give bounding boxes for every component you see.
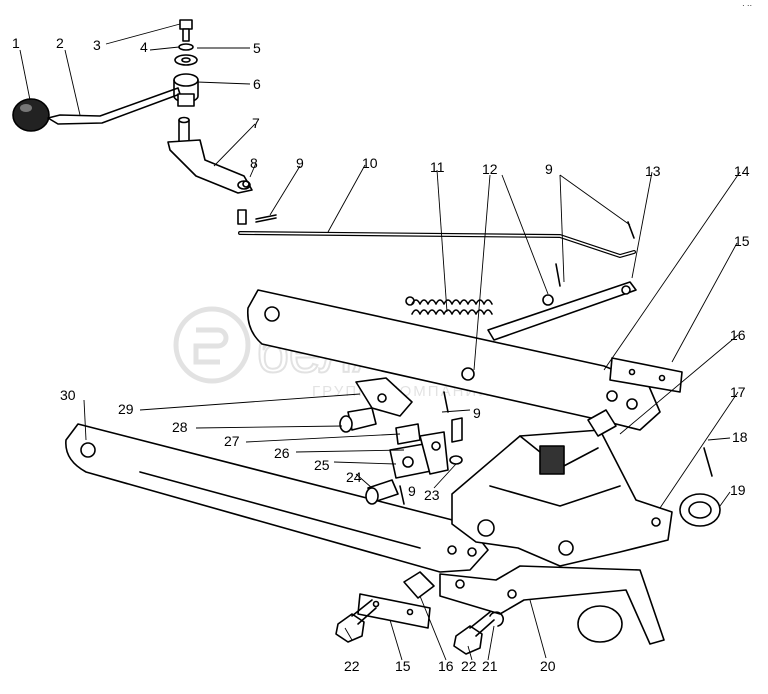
callout-9: 9 bbox=[408, 483, 416, 499]
callout-9: 9 bbox=[545, 161, 553, 177]
callout-12: 12 bbox=[482, 161, 498, 177]
link-rod-part bbox=[487, 281, 637, 341]
callout-16: 16 bbox=[438, 658, 454, 674]
bolt-part bbox=[453, 611, 495, 655]
callout-7: 7 bbox=[252, 115, 260, 131]
callout-26: 26 bbox=[274, 445, 290, 461]
plate-part bbox=[357, 593, 431, 629]
callout-3: 3 bbox=[93, 37, 101, 53]
callout-11: 11 bbox=[430, 159, 445, 175]
callout-4: 4 bbox=[140, 39, 148, 55]
callout-13: 13 bbox=[645, 163, 661, 179]
leader-lines bbox=[19, 23, 741, 661]
clip-part bbox=[489, 611, 504, 627]
lower-bracket-part bbox=[439, 565, 665, 645]
callout-18: 18 bbox=[732, 429, 748, 445]
knob-part bbox=[12, 98, 50, 132]
control-arm-part bbox=[167, 116, 253, 225]
washer-19-part bbox=[679, 493, 721, 527]
callout-27: 27 bbox=[224, 433, 240, 449]
callout-15: 15 bbox=[734, 233, 750, 249]
corner-mark: · ·· bbox=[742, 1, 752, 10]
nut-top-part bbox=[174, 54, 198, 66]
pin-part bbox=[403, 571, 435, 599]
callout-20: 20 bbox=[540, 658, 556, 674]
bushing-part bbox=[173, 73, 199, 107]
washer-8-part bbox=[242, 180, 250, 188]
callout-22: 22 bbox=[461, 658, 477, 674]
bolt-top-part bbox=[179, 19, 193, 42]
callout-28: 28 bbox=[172, 419, 188, 435]
spring-part bbox=[405, 296, 493, 315]
callout-29: 29 bbox=[118, 401, 134, 417]
callout-16: 16 bbox=[730, 327, 746, 343]
callout-30: 30 bbox=[60, 387, 76, 403]
callout-9: 9 bbox=[296, 155, 304, 171]
callout-25: 25 bbox=[314, 457, 330, 473]
callout-1: 1 bbox=[12, 35, 20, 51]
callout-2: 2 bbox=[56, 35, 64, 51]
bolt-part bbox=[335, 599, 377, 643]
callout-labels: 1 2 3 4 5 6 7 8 9 10 11 12 9 13 14 15 16… bbox=[12, 35, 750, 674]
lever-handle-part bbox=[47, 87, 181, 125]
callout-9: 9 bbox=[473, 405, 481, 421]
rod-part bbox=[238, 231, 636, 258]
plate-part bbox=[609, 357, 683, 393]
callout-22: 22 bbox=[344, 658, 360, 674]
linkage-parts bbox=[339, 377, 463, 505]
upper-link-arm-part bbox=[246, 289, 661, 431]
callout-15: 15 bbox=[395, 658, 411, 674]
callout-6: 6 bbox=[253, 76, 261, 92]
cotter-pin-part bbox=[555, 263, 561, 287]
parts-drawing bbox=[12, 19, 721, 655]
callout-5: 5 bbox=[253, 40, 261, 56]
washer-top-part bbox=[178, 43, 194, 51]
pin-part bbox=[587, 409, 617, 437]
callout-8: 8 bbox=[250, 155, 258, 171]
callout-23: 23 bbox=[424, 487, 440, 503]
lower-link-arm-part bbox=[65, 423, 489, 573]
cotter-pin-part bbox=[703, 447, 713, 477]
cotter-pin-part bbox=[255, 214, 277, 223]
callout-19: 19 bbox=[730, 482, 746, 498]
callout-24: 24 bbox=[346, 469, 362, 485]
callout-21: 21 bbox=[482, 658, 498, 674]
callout-14: 14 bbox=[734, 163, 750, 179]
callout-10: 10 bbox=[362, 155, 378, 171]
callout-17: 17 bbox=[730, 384, 746, 400]
bracket-housing-part bbox=[451, 429, 673, 567]
